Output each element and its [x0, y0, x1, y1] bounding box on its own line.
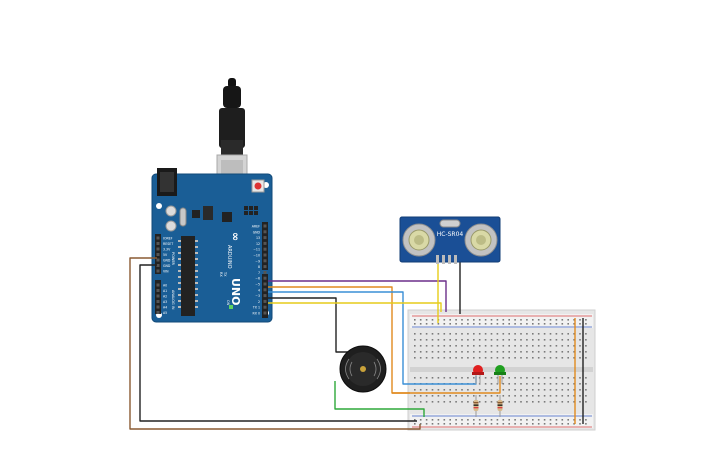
- digital-pin-hole[interactable]: [263, 270, 267, 274]
- digital-pin-hole[interactable]: [263, 265, 267, 269]
- digital-pin-hole[interactable]: [263, 288, 267, 292]
- digital-pin-label: 13: [256, 236, 260, 240]
- digital-pin-label: 12: [256, 242, 260, 246]
- red-led[interactable]: [472, 365, 484, 384]
- green-led[interactable]: [494, 365, 506, 384]
- power-pin-label: IOREF: [163, 237, 173, 241]
- analog-pin-hole[interactable]: [156, 294, 160, 298]
- buzzer-center: [360, 366, 366, 372]
- power-pin-label: 3.3V: [163, 248, 171, 252]
- analog-pin-label: A2: [163, 295, 167, 299]
- digital-pin-label: ~3: [255, 294, 260, 298]
- analog-pin-label: A4: [163, 306, 167, 310]
- wire-yellow[interactable]: [268, 302, 442, 312]
- digital-header-upper[interactable]: [262, 222, 268, 270]
- analog-pin-hole[interactable]: [156, 311, 160, 314]
- capacitor: [165, 205, 177, 217]
- power-pin-label: 5V: [163, 253, 168, 257]
- power-pin-label: RESET: [163, 242, 173, 246]
- rx-label: RX: [219, 272, 223, 277]
- wire-led-orange[interactable]: [392, 376, 501, 394]
- analog-pin-hole[interactable]: [156, 305, 160, 309]
- digital-pin-hole[interactable]: [263, 311, 267, 315]
- digital-pin-hole[interactable]: [263, 305, 267, 309]
- wire-purple-trig[interactable]: [268, 280, 447, 312]
- digital-pin-hole[interactable]: [263, 282, 267, 286]
- digital-pin-hole[interactable]: [263, 236, 267, 240]
- digital-pin-hole[interactable]: [263, 299, 267, 303]
- digital-pin-hole[interactable]: [263, 294, 267, 298]
- analog-pin-label: A0: [163, 284, 167, 288]
- digital-pin-label: ~9: [255, 259, 260, 263]
- digital-pin-hole[interactable]: [263, 224, 267, 228]
- sensor-label: HC-SR04: [437, 231, 464, 238]
- arduino-infinity-icon: ∞: [229, 232, 242, 241]
- power-pin-hole[interactable]: [156, 247, 160, 251]
- digital-pin-label: 8: [258, 265, 260, 269]
- digital-pin-label: ~11: [253, 248, 260, 252]
- wire-black-gnd[interactable]: [139, 264, 417, 422]
- atmega-chip: [181, 236, 195, 316]
- digital-pin-hole[interactable]: [263, 276, 267, 280]
- sensor-crystal: [439, 219, 461, 228]
- analog-pin-label: A5: [163, 311, 167, 315]
- piezo-buzzer[interactable]: [339, 345, 387, 393]
- analog-pin-hole[interactable]: [156, 300, 160, 303]
- wire-green-buzzer[interactable]: [334, 381, 425, 417]
- on-label: ON: [226, 300, 230, 306]
- power-pin-hole[interactable]: [156, 253, 160, 256]
- digital-pin-label: 7: [258, 271, 260, 275]
- analog-pin-hole[interactable]: [156, 283, 160, 287]
- power-pin-hole[interactable]: [156, 269, 160, 273]
- digital-pin-label: ~6: [255, 277, 260, 281]
- wire-brown-5v[interactable]: [129, 257, 421, 430]
- power-pin-label: GND: [163, 259, 171, 263]
- resistor-red-led[interactable]: [473, 395, 479, 417]
- power-section-label: POWER: [171, 252, 175, 266]
- digital-pin-label: 2: [258, 300, 260, 304]
- digital-pin-hole[interactable]: [263, 253, 267, 257]
- power-pin-hole[interactable]: [156, 242, 160, 245]
- analog-section-label: ANALOG IN: [171, 290, 175, 310]
- digital-pin-label: ~10: [253, 254, 260, 258]
- digital-pin-label: TX 1: [252, 306, 260, 310]
- hc-sr04-ultrasonic-sensor[interactable]: HC-SR04: [399, 216, 501, 264]
- board-logo-text: ARDUINO: [226, 245, 232, 269]
- power-pin-label: GND: [163, 264, 171, 268]
- tx-label: TX: [223, 271, 227, 277]
- analog-pin-hole[interactable]: [156, 289, 160, 292]
- digital-pin-hole[interactable]: [263, 247, 267, 251]
- digital-pin-hole[interactable]: [263, 241, 267, 245]
- analog-pin-label: A1: [163, 289, 167, 293]
- analog-pin-label: A3: [163, 300, 167, 304]
- power-pin-hole[interactable]: [156, 258, 160, 262]
- capacitor: [165, 220, 177, 232]
- on-led: [229, 305, 233, 309]
- resistor-green-led[interactable]: [497, 395, 503, 417]
- digital-pin-label: 4: [258, 288, 260, 292]
- digital-pin-label: AREF: [252, 225, 260, 229]
- digital-pin-label: RX 0: [253, 312, 260, 316]
- board-model-text: UNO: [229, 278, 242, 306]
- digital-pin-label: ~5: [255, 283, 260, 287]
- wire-black-buzzer[interactable]: [268, 297, 355, 353]
- digital-pin-hole[interactable]: [263, 230, 267, 234]
- sound-wave-icon: [345, 358, 381, 380]
- digital-pin-label: GND: [253, 230, 261, 234]
- power-pin-hole[interactable]: [156, 264, 160, 267]
- power-pin-hole[interactable]: [156, 236, 160, 240]
- digital-pin-hole[interactable]: [263, 259, 267, 263]
- power-pin-label: VIN: [163, 270, 169, 274]
